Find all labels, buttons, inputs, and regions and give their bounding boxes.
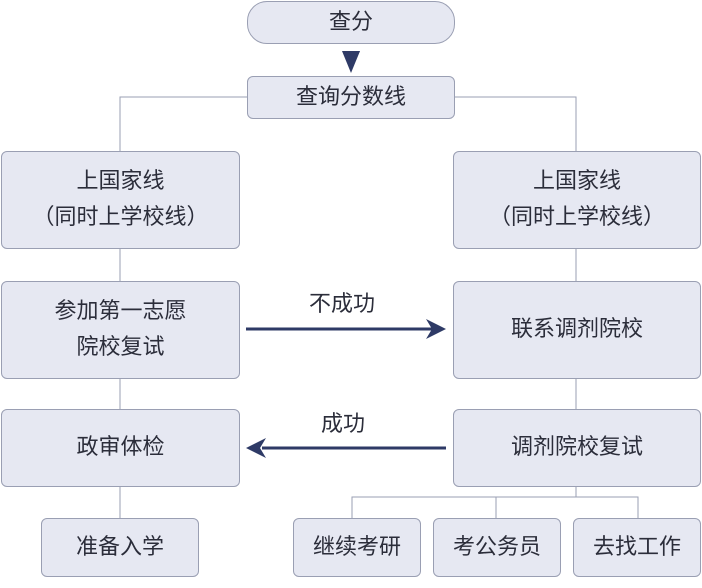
node-contact-transfer-label: 联系调剂院校 (510, 317, 643, 342)
node-contact-transfer: 联系调剂院校 (453, 281, 701, 379)
node-right-national-line: 上国家线 （同时上学校线） (453, 151, 701, 249)
node-check-cutoff-label: 查询分数线 (295, 84, 406, 110)
edge-label-fail: 不成功 (309, 292, 376, 317)
arrow-fail-to-contact (246, 319, 446, 339)
arrow-success-to-political (246, 438, 446, 458)
node-first-choice-retest: 参加第一志愿 院校复试 (1, 281, 240, 379)
node-political-exam: 政审体检 (1, 409, 240, 487)
node-civil-service-label: 考公务员 (452, 534, 541, 560)
node-prepare-enroll: 准备入学 (41, 518, 199, 577)
node-check-score: 查分 (247, 1, 455, 44)
node-right-national-line2: （同时上学校线） (488, 205, 665, 230)
node-political-exam-label: 政审体检 (76, 435, 165, 460)
connector-retest-branches (351, 496, 639, 518)
node-left-national-line2: （同时上学校线） (32, 205, 209, 230)
connector-cutoff-right (455, 96, 577, 151)
node-transfer-retest: 调剂院校复试 (453, 409, 701, 487)
node-left-national-line1: 上国家线 (76, 169, 165, 194)
edge-label-success: 成功 (321, 412, 366, 437)
node-check-cutoff: 查询分数线 (247, 76, 455, 119)
node-find-job-label: 去找工作 (592, 534, 681, 560)
node-right-national-line1: 上国家线 (532, 169, 621, 194)
node-check-score-label: 查分 (328, 9, 373, 35)
arrow-check-score-to-cutoff (342, 51, 360, 73)
node-civil-service: 考公务员 (433, 518, 561, 577)
node-left-national-line: 上国家线 （同时上学校线） (1, 151, 240, 249)
node-continue-exam-label: 继续考研 (312, 534, 401, 560)
node-transfer-retest-label: 调剂院校复试 (510, 435, 643, 460)
node-first-choice-line2: 院校复试 (76, 335, 165, 360)
node-continue-exam: 继续考研 (293, 518, 421, 577)
connector-cutoff-left (119, 96, 247, 151)
node-first-choice-line1: 参加第一志愿 (54, 299, 187, 324)
node-prepare-enroll-label: 准备入学 (75, 534, 164, 560)
node-find-job: 去找工作 (573, 518, 701, 577)
